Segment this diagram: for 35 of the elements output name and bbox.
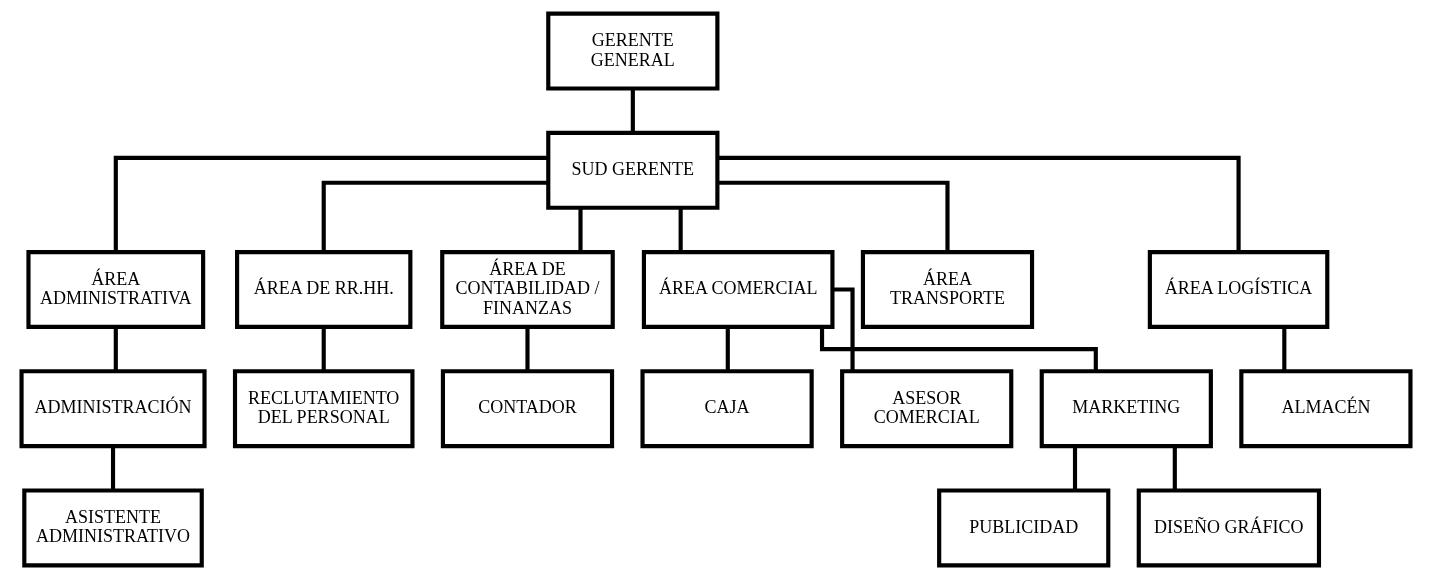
node-box: ALMACÉN	[1238, 369, 1413, 449]
connector	[819, 327, 1098, 371]
connector	[1172, 446, 1177, 491]
connector	[1281, 327, 1286, 372]
node-box: ÁREA COMERCIAL	[641, 250, 835, 329]
connector	[725, 327, 730, 372]
connector	[832, 287, 855, 371]
node-box: MARKETING	[1039, 369, 1213, 449]
connector	[321, 180, 548, 252]
node-box: ADMINISTRACIÓN	[18, 369, 207, 449]
connector	[110, 446, 115, 491]
node-box: ASESOR COMERCIAL	[839, 369, 1013, 449]
node-box: DISEÑO GRÁFICO	[1136, 488, 1321, 568]
connector	[524, 327, 530, 372]
node-box: ÁREA LOGÍSTICA	[1147, 250, 1329, 329]
connector	[577, 208, 583, 253]
node-box: GERENTE GENERAL	[545, 11, 719, 91]
node-box: ASISTENTE ADMINISTRATIVO	[21, 488, 204, 568]
node-box: RECLUTAMIENTO DEL PERSONAL	[232, 369, 414, 449]
node-box: ÁREA ADMINISTRATIVA	[25, 250, 205, 329]
connector	[321, 327, 326, 372]
node-box: CAJA	[639, 369, 814, 449]
node-box: ÁREA DE CONTABILIDAD / FINANZAS	[439, 250, 615, 329]
node-box: CONTADOR	[440, 369, 614, 449]
connector	[630, 88, 635, 133]
node-box: ÁREA TRANSPORTE	[860, 250, 1034, 329]
node-box: ÁREA DE RR.HH.	[234, 250, 412, 329]
connector	[678, 208, 683, 253]
connector	[113, 155, 548, 252]
connector	[113, 327, 118, 372]
node-box: PUBLICIDAD	[936, 488, 1110, 568]
connector	[717, 180, 950, 252]
connector	[1072, 446, 1077, 491]
node-box: SUD GERENTE	[545, 130, 719, 210]
connector	[717, 155, 1241, 252]
